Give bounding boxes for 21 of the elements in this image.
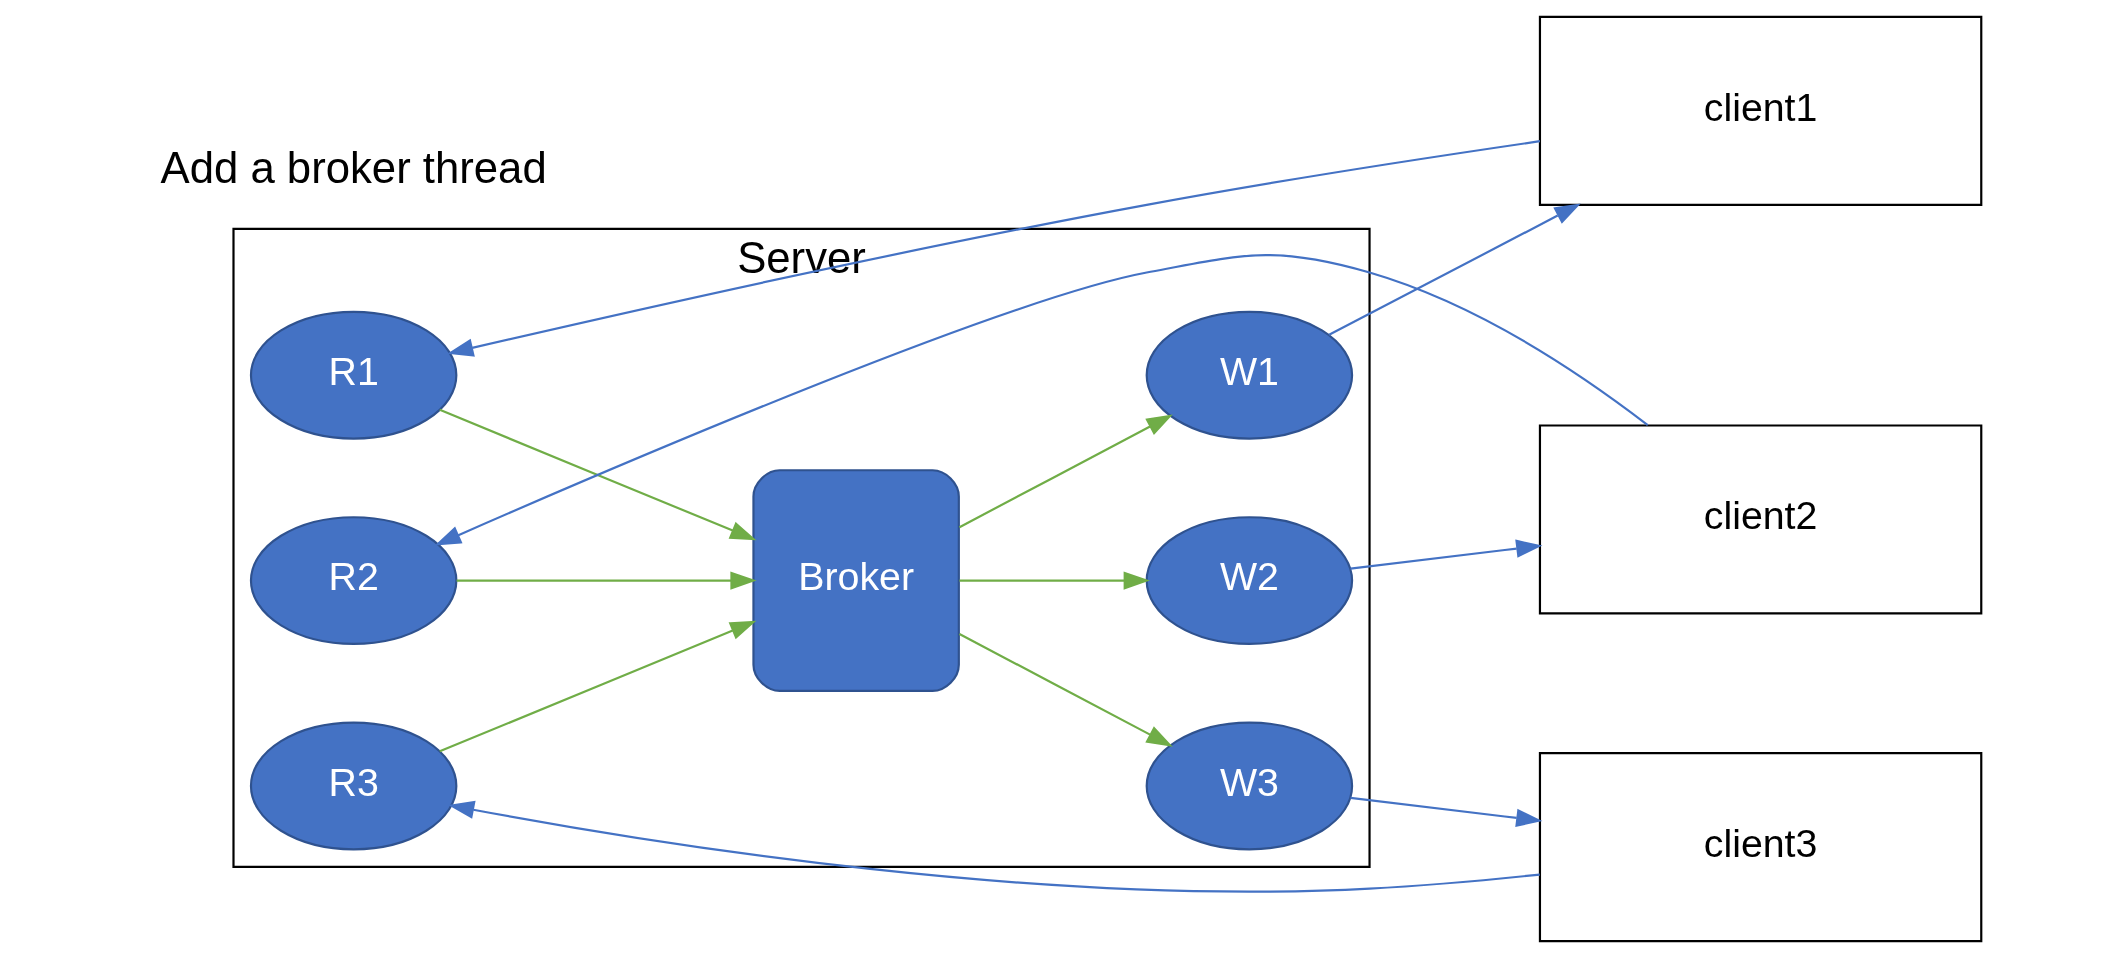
node-ellipse: R3 — [249, 721, 458, 851]
arrow — [439, 620, 757, 753]
node-ellipse: R1 — [249, 310, 458, 440]
arrow — [447, 140, 1541, 357]
node-ellipse: R2 — [249, 516, 458, 646]
arrow — [434, 254, 1649, 546]
arrow — [1350, 539, 1543, 570]
arrow — [1350, 796, 1543, 828]
arrow — [439, 408, 757, 541]
node-ellipse: W2 — [1145, 516, 1354, 646]
arrow — [1328, 203, 1581, 336]
label: Add a broker thread — [160, 142, 547, 192]
node-box: client2 — [1538, 424, 1983, 615]
arrow — [958, 633, 1173, 747]
arrow — [456, 571, 757, 590]
node-box: client1 — [1538, 15, 1983, 206]
arrow — [959, 571, 1150, 590]
node-box: client3 — [1538, 752, 1983, 943]
arrow — [448, 800, 1540, 893]
arrow — [958, 414, 1173, 529]
node-box: Broker — [752, 469, 960, 692]
